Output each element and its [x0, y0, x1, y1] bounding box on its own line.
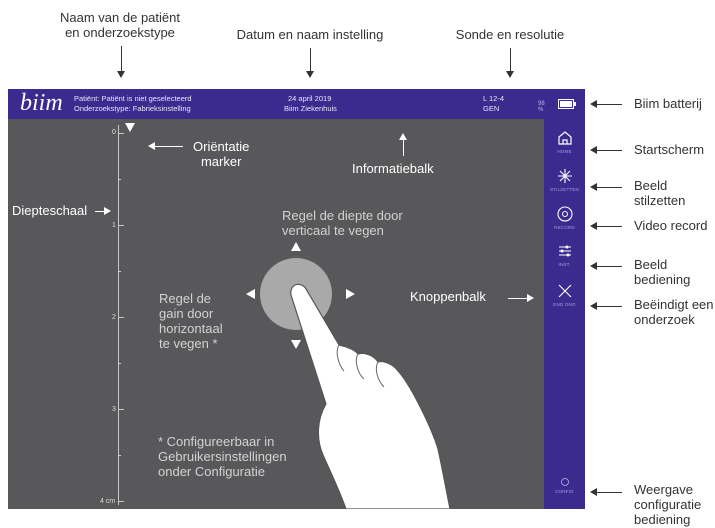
swipe-down-arrow-icon: [291, 340, 301, 349]
arrow-end: [590, 302, 622, 310]
end-exam-button[interactable]: END ONO: [544, 282, 585, 307]
arrow-home: [590, 146, 622, 154]
infobar-arrow-line: [403, 140, 404, 156]
config-help-text: * Configureerbaar in Gebruikersinstellin…: [158, 434, 287, 479]
home-button[interactable]: HOME: [544, 129, 585, 154]
patient-name: Patiënt: Patiënt is niet geselecteerd: [74, 94, 192, 103]
depth-tick: [118, 179, 121, 180]
hand-finger-lines: [336, 344, 385, 388]
depth-tick: [118, 133, 124, 134]
annotation-probe: Sonde en resolutie: [455, 27, 565, 42]
annotation-depth-scale: Diepteschaal: [12, 203, 88, 218]
record-label: RECORD: [554, 225, 575, 230]
annotation-battery: Biim batterij: [634, 96, 702, 111]
image-control-button[interactable]: INST.: [544, 242, 585, 267]
annotation-date-institution: Datum en naam instelling: [236, 27, 384, 42]
depth-scale-arrow-line: [95, 211, 105, 212]
buttonbar-arrow-line: [508, 298, 528, 299]
exam-date: 24 april 2019: [288, 94, 332, 103]
arrow-record: [590, 222, 622, 230]
depth-help-text: Regel de diepte door verticaal te vegen: [282, 208, 403, 238]
swipe-left-arrow-icon: [246, 289, 255, 299]
depth-scale-arrow-icon: [104, 207, 111, 215]
record-icon: [556, 206, 573, 222]
depth-label-2: 2: [112, 314, 116, 321]
gain-help-text: Regel de gain door horizontaal te vegen …: [159, 291, 223, 351]
config-button[interactable]: CONFIG: [544, 477, 585, 494]
snowflake-icon: [557, 169, 572, 183]
depth-tick: [118, 501, 124, 502]
annotation-image: Beeld bediening: [634, 257, 691, 287]
swipe-gesture-illustration: [260, 258, 451, 509]
home-icon: [557, 131, 572, 145]
depth-tick: [118, 225, 124, 226]
freeze-button[interactable]: STILZETTEN: [544, 167, 585, 192]
infobar-arrow-icon: [399, 133, 407, 140]
depth-tick: [118, 455, 121, 456]
institution-name: Biim Ziekenhuis: [284, 104, 337, 113]
probe-name: L 12-4: [483, 94, 504, 103]
annotation-patient-exam: Naam van de patiënt en onderzoekstype: [60, 10, 180, 40]
freeze-label: STILZETTEN: [549, 187, 579, 192]
annotation-freeze: Beeld stilzetten: [634, 178, 686, 208]
image-control-label: INST.: [558, 262, 571, 267]
depth-tick: [118, 317, 124, 318]
biim-logo: biim: [20, 90, 63, 116]
hand-pointer-icon: [290, 283, 451, 509]
depth-label-4: 4 cm: [100, 498, 116, 505]
battery-icon: [558, 99, 576, 109]
arrow-patient: [117, 46, 125, 78]
arrow-battery: [590, 100, 622, 108]
end-exam-label: END ONO: [553, 302, 576, 307]
button-bar: HOME STILZETTEN RECORD INST. END ONO CON…: [544, 119, 585, 509]
annotation-buttonbar: Knoppenbalk: [410, 289, 486, 304]
swipe-up-arrow-icon: [291, 242, 301, 251]
home-label: HOME: [557, 149, 572, 154]
depth-scale: [118, 125, 119, 505]
config-icon: [560, 478, 569, 486]
annotation-home: Startscherm: [634, 142, 705, 157]
annotation-end: Beëindigt een onderzoek: [634, 297, 714, 327]
exam-type: Onderzoekstype: Fabrieksinstelling: [74, 104, 191, 113]
record-button[interactable]: RECORD: [544, 205, 585, 230]
orientation-marker-icon: [125, 123, 135, 132]
info-bar: biim Patiënt: Patiënt is niet geselectee…: [8, 89, 585, 119]
arrow-freeze: [590, 183, 622, 191]
ultrasound-screen[interactable]: biim Patiënt: Patiënt is niet geselectee…: [8, 89, 585, 509]
orientation-arrow-icon: [148, 142, 155, 150]
annotation-config: Weergave configuratie bediening: [634, 482, 702, 527]
depth-label-3: 3: [112, 406, 116, 413]
annotation-infobar: Informatiebalk: [352, 161, 434, 176]
annotation-orientation: Oriëntatie marker: [193, 139, 250, 169]
arrow-config: [590, 488, 622, 496]
depth-label-0: 0: [112, 129, 116, 136]
depth-tick: [118, 363, 121, 364]
depth-tick: [118, 409, 124, 410]
battery-percentage: 98 %: [538, 101, 545, 113]
buttonbar-arrow-icon: [527, 294, 534, 302]
orientation-arrow-line: [155, 146, 183, 147]
depth-label-1: 1: [112, 222, 116, 229]
close-icon: [558, 284, 571, 298]
probe-mode: GEN: [483, 104, 500, 113]
depth-tick: [118, 271, 121, 272]
sliders-icon: [558, 245, 571, 257]
swipe-right-arrow-icon: [346, 289, 355, 299]
battery-fill: [560, 101, 572, 107]
config-label: CONFIG: [555, 489, 574, 494]
annotation-record: Video record: [634, 218, 708, 233]
arrow-date: [306, 48, 314, 78]
arrow-image: [590, 262, 622, 270]
arrow-probe: [506, 48, 514, 78]
